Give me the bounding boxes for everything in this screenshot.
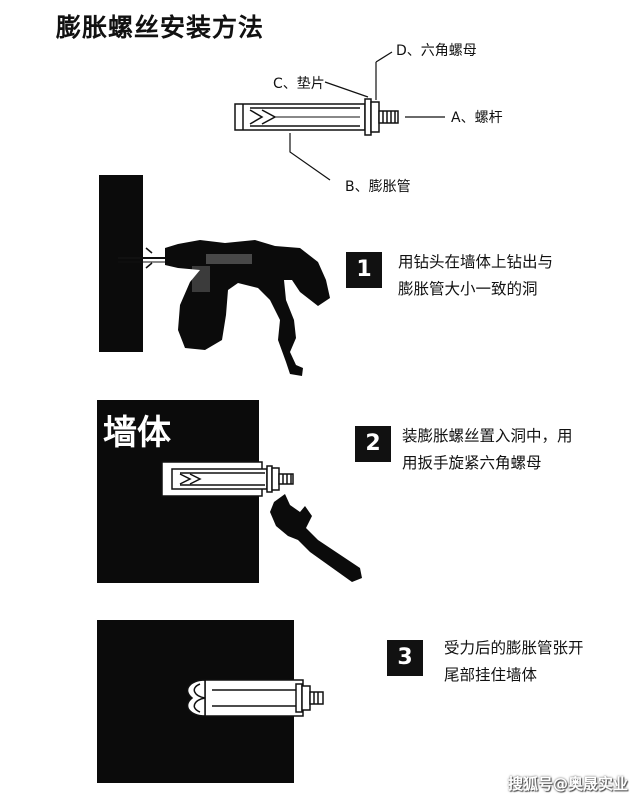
step-1-line-2: 膨胀管大小一致的洞 (398, 280, 538, 298)
hex-nut-shape (370, 101, 380, 133)
drill-illustration (118, 240, 330, 376)
step-1-line-1: 用钻头在墙体上钻出与 (398, 253, 554, 271)
part-label-hex-nut: D、六角螺母 (396, 43, 477, 59)
step-number-1: 1 (346, 252, 382, 288)
step-1-text: 用钻头在墙体上钻出与 膨胀管大小一致的洞 (398, 249, 553, 303)
page-title: 膨胀螺丝安装方法 (56, 13, 265, 42)
expansion-bolt-diagram (234, 51, 445, 181)
wall-label: 墙体 (103, 413, 171, 453)
wrench-illustration (270, 494, 362, 582)
part-label-bolt-rod: A、螺杆 (451, 110, 503, 126)
washer-shape (364, 98, 372, 136)
step-number-2: 2 (355, 426, 391, 462)
step-3-line-2: 尾部挂住墙体 (444, 666, 538, 684)
wall-section-1 (99, 175, 143, 352)
part-label-washer: C、垫片 (273, 76, 325, 92)
expanded-bolt-illustration (186, 679, 324, 717)
step-2-text: 装膨胀螺丝置入洞中，用 用扳手旋紧六角螺母 (402, 423, 573, 477)
step-3-text: 受力后的膨胀管张开 尾部挂住墙体 (444, 635, 584, 689)
step-3-line-1: 受力后的膨胀管张开 (444, 639, 584, 657)
step-2-line-2: 用扳手旋紧六角螺母 (402, 454, 542, 472)
watermark: 搜狐号@奥晟实业 (507, 775, 628, 793)
bolt-in-hole-illustration (161, 461, 294, 497)
part-label-expansion-tube: B、膨胀管 (345, 179, 411, 195)
step-2-line-1: 装膨胀螺丝置入洞中，用 (402, 427, 573, 445)
step-number-3: 3 (387, 640, 423, 676)
